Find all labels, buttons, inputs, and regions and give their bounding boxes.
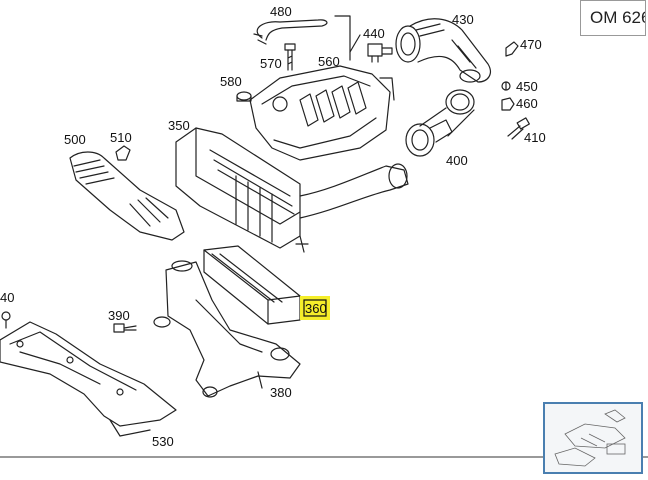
label-580[interactable]: 580 [220, 74, 242, 89]
label-440[interactable]: 440 [363, 26, 385, 41]
label-510[interactable]: 510 [110, 130, 132, 145]
bolt-410-drawing [507, 117, 530, 140]
bolt-390-drawing [113, 323, 137, 333]
hose-480-drawing [253, 19, 328, 45]
engine-code-label: OM 626 [580, 0, 646, 36]
overview-thumbnail[interactable] [543, 402, 643, 474]
air-filter-housing-drawing [175, 127, 409, 253]
leader-480 [334, 15, 351, 61]
clamp-510-drawing [115, 145, 131, 161]
grommet-580-drawing [236, 91, 252, 102]
pin-540-drawing [1, 311, 11, 329]
label-360[interactable]: 360 [305, 301, 327, 316]
highlight-box [303, 299, 327, 317]
crossmember-530-drawing [0, 321, 177, 437]
label-570[interactable]: 570 [260, 56, 282, 71]
label-450[interactable]: 450 [516, 79, 538, 94]
label-380[interactable]: 380 [270, 385, 292, 400]
label-560[interactable]: 560 [318, 54, 340, 69]
label-500[interactable]: 500 [64, 132, 86, 147]
label-480[interactable]: 480 [270, 4, 292, 19]
label-470[interactable]: 470 [520, 37, 542, 52]
overview-thumbnail-drawing [554, 409, 626, 467]
support-380-drawing [153, 260, 301, 398]
sensor-440-drawing [367, 43, 393, 63]
leader-440 [349, 34, 361, 53]
label-350[interactable]: 350 [168, 118, 190, 133]
label-540[interactable]: 40 [0, 290, 14, 305]
air-duct-500-drawing [69, 151, 185, 241]
label-400[interactable]: 400 [446, 153, 468, 168]
bolt-570-drawing [284, 43, 296, 71]
screw-450-drawing [501, 81, 511, 91]
maf-sensor-400-drawing [405, 89, 475, 157]
engine-cover-drawing [249, 65, 395, 161]
filter-element-360-drawing [203, 245, 301, 325]
intake-hose-430-drawing [395, 18, 491, 83]
nut-460-drawing [501, 97, 515, 111]
label-390[interactable]: 390 [108, 308, 130, 323]
label-530[interactable]: 530 [152, 434, 174, 449]
label-410[interactable]: 410 [524, 130, 546, 145]
label-460[interactable]: 460 [516, 96, 538, 111]
label-430[interactable]: 430 [452, 12, 474, 27]
clip-470-drawing [505, 41, 519, 57]
